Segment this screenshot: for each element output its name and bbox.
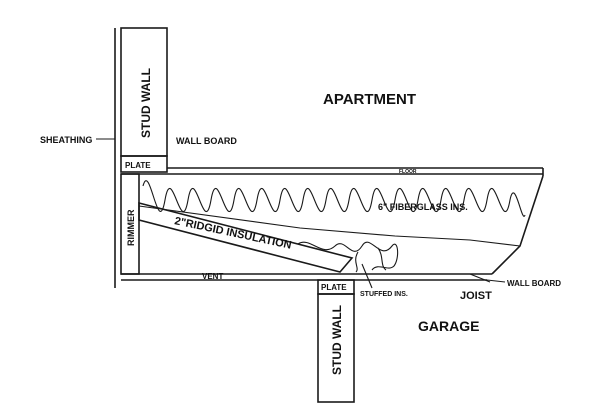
lower-stud-wall-body	[317, 293, 355, 403]
stuffed-label: STUFFED INS.	[360, 291, 408, 298]
stud-wall-bottom-label: STUD WALL	[330, 305, 344, 375]
vent-label: VENT	[202, 272, 223, 281]
insulation-lower-line	[138, 205, 521, 247]
stuffed-leader	[361, 263, 373, 289]
plate-bottom-label: PLATE	[321, 283, 347, 292]
joist-label: JOIST	[460, 290, 492, 302]
stuffed-insulation	[297, 241, 399, 273]
top-plate	[120, 155, 168, 173]
fiberglass-insulation	[142, 180, 526, 217]
garage-label: GARAGE	[418, 318, 479, 334]
sheathing-label: SHEATHING	[40, 135, 92, 145]
floor-layer	[121, 167, 544, 176]
plate-top-label: PLATE	[125, 161, 151, 170]
rimmer-label: RIMMER	[126, 209, 136, 246]
fiberglass-label: 6" FIBERGLASS INS.	[378, 202, 468, 212]
wall-board-top-label: WALL BOARD	[176, 136, 237, 146]
upper-stud-wall	[114, 27, 168, 288]
stud-wall-top-label: STUD WALL	[139, 68, 153, 138]
wall-board-right-label: WALL BOARD	[507, 279, 561, 288]
bottom-joist	[121, 273, 492, 281]
wall-board-leader	[486, 279, 506, 283]
joist-leader	[469, 273, 491, 283]
floor-label: FLOOR	[399, 169, 417, 175]
joist-right-edge	[491, 175, 544, 275]
rigid-insulation	[138, 201, 354, 273]
lower-stud-wall	[317, 279, 355, 403]
apartment-label: APARTMENT	[323, 91, 416, 108]
